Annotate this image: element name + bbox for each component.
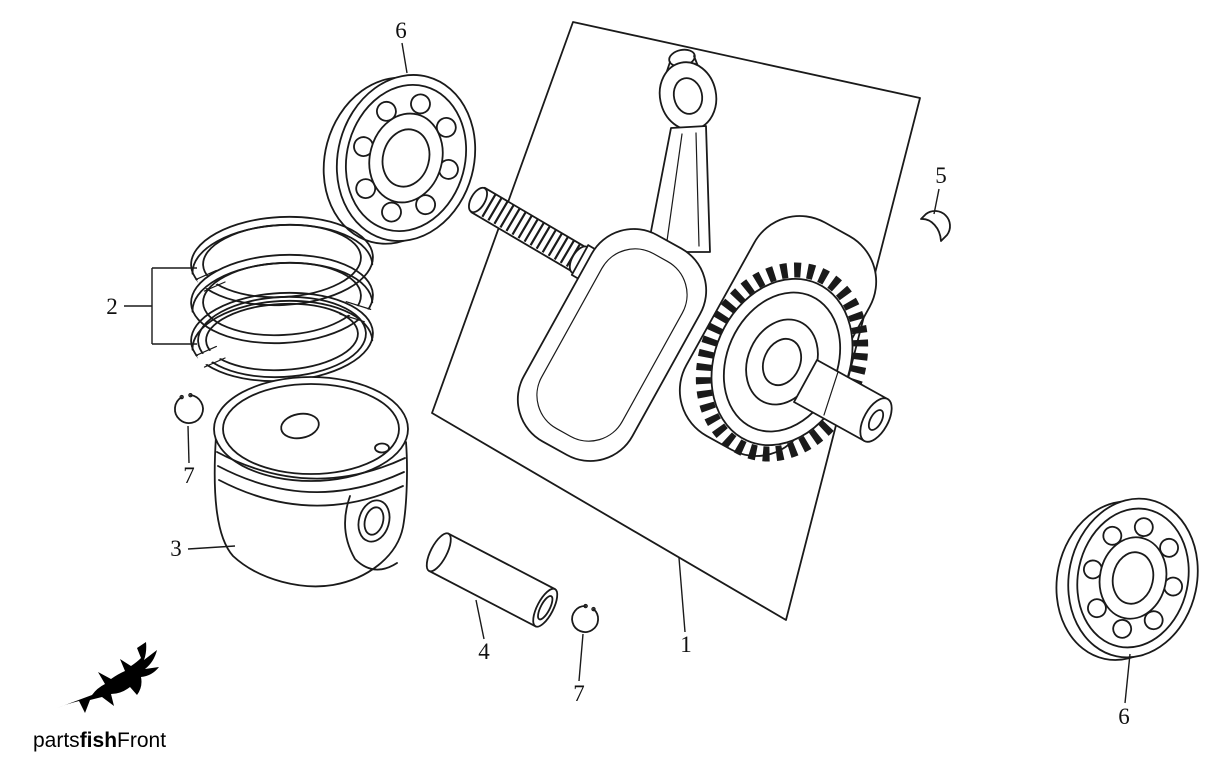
wordmark-suffix: Front: [117, 729, 166, 752]
leader-line: [187, 545, 236, 550]
output-shaft: [793, 359, 893, 443]
callout-6-upper[interactable]: 6: [395, 18, 408, 74]
callout-label[interactable]: 6: [1118, 704, 1130, 729]
oil-ring: [190, 291, 374, 383]
pin-bore: [537, 595, 554, 621]
compression-ring-top: [190, 215, 374, 307]
piston-crown: [213, 376, 409, 482]
wordmark-prefix: parts: [33, 729, 80, 752]
connecting-rod: [646, 48, 718, 253]
callout-label[interactable]: 3: [170, 536, 182, 561]
crank-web-left: [516, 228, 708, 462]
bearing-balls: [353, 93, 459, 223]
callout-label[interactable]: 5: [935, 163, 947, 188]
leader-bracket: [124, 267, 197, 345]
brand-logo: [57, 642, 159, 713]
compression-ring-second: [190, 253, 374, 345]
part-ball-bearing-lower[interactable]: [1042, 484, 1212, 674]
callout-1[interactable]: 1: [678, 557, 692, 657]
part-ball-bearing-upper[interactable]: [305, 56, 493, 262]
callout-2[interactable]: 2: [106, 267, 197, 345]
leader-line: [187, 425, 190, 464]
ring-groove-3: [218, 479, 404, 507]
leader-line: [678, 557, 686, 633]
part-pin-clip-right[interactable]: [568, 601, 602, 635]
rod-small-end: [658, 61, 718, 131]
pin-boss-contour: [344, 495, 398, 571]
diagram-boundary: [431, 21, 921, 621]
callout-6-lower[interactable]: 6: [1118, 653, 1131, 729]
callout-label[interactable]: 1: [680, 632, 692, 657]
part-piston[interactable]: [213, 376, 409, 588]
rod-shank: [646, 125, 711, 253]
part-woodruff-key[interactable]: [920, 210, 951, 242]
callout-4[interactable]: 4: [475, 599, 490, 664]
part-piston-pin[interactable]: [422, 530, 562, 630]
bearing-balls: [1082, 517, 1184, 639]
callout-label[interactable]: 4: [478, 639, 490, 664]
bearing-bore: [381, 128, 431, 188]
callout-label[interactable]: 7: [183, 463, 195, 488]
crown-relief: [280, 412, 320, 440]
ring-groove-1: [216, 451, 406, 480]
callout-label[interactable]: 7: [573, 681, 585, 706]
part-piston-ring-set[interactable]: [189, 212, 375, 385]
callout-7-right[interactable]: 7: [573, 633, 585, 706]
part-crankshaft-assembly[interactable]: [465, 47, 898, 479]
callout-7-left[interactable]: 7: [183, 425, 195, 488]
leader-line: [475, 599, 485, 640]
ring-groove-2: [217, 465, 405, 493]
wordmark-emphasis: fish: [80, 729, 117, 752]
callout-5[interactable]: 5: [933, 163, 947, 215]
callout-3[interactable]: 3: [170, 536, 236, 561]
leader-line: [933, 188, 940, 215]
callout-label[interactable]: 6: [395, 18, 407, 43]
swordfish-icon: [57, 642, 159, 713]
callout-label[interactable]: 2: [106, 294, 118, 319]
bearing-inner-race: [1098, 536, 1168, 620]
leader-line: [578, 633, 584, 682]
part-pin-clip-left[interactable]: [172, 391, 207, 426]
leader-line: [1124, 653, 1131, 704]
bearing-inner-race: [368, 112, 444, 204]
bearing-bore: [1111, 551, 1155, 605]
leader-line: [401, 42, 408, 74]
brand-wordmark: partsfishFront: [33, 729, 166, 752]
